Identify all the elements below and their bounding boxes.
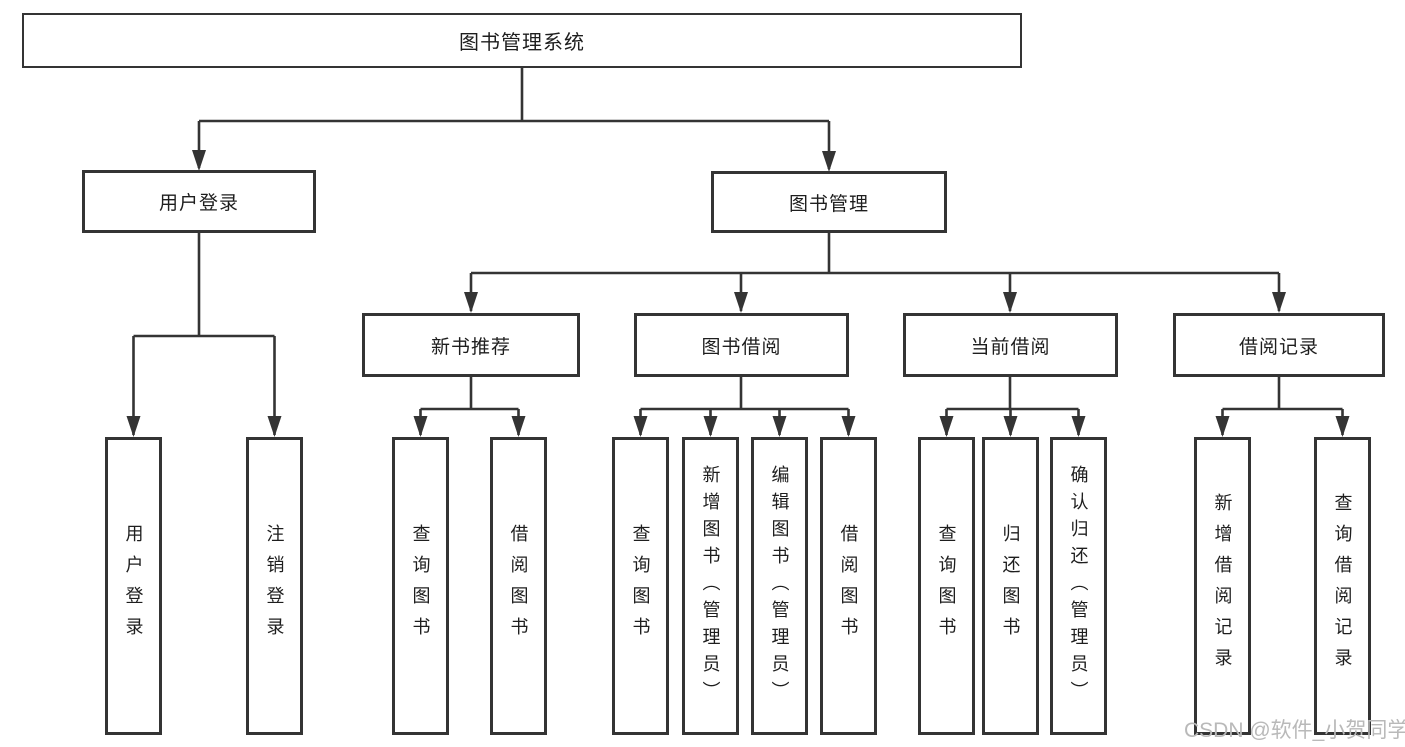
- node-leaf-add-books-admin-label: 新增图书（管理员）: [700, 464, 721, 708]
- node-user-login-label: 用户登录: [158, 193, 239, 214]
- node-leaf-query-books-2-label: 查询图书: [630, 524, 651, 648]
- arrowhead-icons: [126, 150, 1350, 437]
- node-leaf-query-books-3: 查询图书: [918, 437, 975, 735]
- node-book-management: 图书管理: [711, 171, 947, 233]
- node-leaf-user-login: 用户登录: [105, 437, 162, 735]
- node-leaf-confirm-return-admin-label: 确认归还（管理员）: [1068, 464, 1089, 708]
- node-book-management-label: 图书管理: [788, 193, 869, 215]
- node-leaf-add-books-admin: 新增图书（管理员）: [682, 437, 739, 735]
- node-current-borrowing-label: 当前借阅: [970, 336, 1051, 358]
- node-leaf-user-login-label: 用户登录: [123, 524, 144, 648]
- node-leaf-edit-books-admin-label: 编辑图书（管理员）: [769, 464, 790, 708]
- node-borrowing-records-label: 借阅记录: [1238, 336, 1319, 358]
- node-borrowing-records: 借阅记录: [1173, 313, 1385, 377]
- node-leaf-add-borrow-record-label: 新增借阅记录: [1212, 493, 1233, 679]
- node-leaf-borrow-books-2: 借阅图书: [820, 437, 877, 735]
- node-root-label: 图书管理系统: [459, 32, 585, 54]
- node-leaf-query-books-1-label: 查询图书: [410, 524, 431, 648]
- node-book-borrowing: 图书借阅: [634, 313, 849, 377]
- node-leaf-borrow-books-2-label: 借阅图书: [838, 524, 859, 648]
- node-current-borrowing: 当前借阅: [903, 313, 1118, 377]
- node-leaf-logout: 注销登录: [246, 437, 303, 735]
- node-leaf-add-borrow-record: 新增借阅记录: [1194, 437, 1251, 735]
- node-leaf-query-books-2: 查询图书: [612, 437, 669, 735]
- node-leaf-return-books-label: 归还图书: [1000, 524, 1021, 648]
- node-leaf-logout-label: 注销登录: [264, 524, 285, 648]
- node-book-borrowing-label: 图书借阅: [701, 336, 782, 358]
- node-new-book-recommend: 新书推荐: [362, 313, 580, 377]
- node-new-book-recommend-label: 新书推荐: [430, 336, 511, 358]
- node-leaf-confirm-return-admin: 确认归还（管理员）: [1050, 437, 1107, 735]
- node-leaf-edit-books-admin: 编辑图书（管理员）: [751, 437, 808, 735]
- node-root-system: 图书管理系统: [22, 13, 1022, 68]
- node-leaf-query-borrow-record-label: 查询借阅记录: [1332, 493, 1353, 679]
- node-leaf-borrow-books-1-label: 借阅图书: [508, 524, 529, 648]
- node-leaf-borrow-books-1: 借阅图书: [490, 437, 547, 735]
- node-leaf-query-books-1: 查询图书: [392, 437, 449, 735]
- csdn-watermark: CSDN @软件_小贺同学: [1184, 719, 1405, 742]
- node-leaf-query-books-3-label: 查询图书: [936, 524, 957, 648]
- node-user-login: 用户登录: [82, 170, 316, 233]
- node-leaf-return-books: 归还图书: [982, 437, 1039, 735]
- node-leaf-query-borrow-record: 查询借阅记录: [1314, 437, 1371, 735]
